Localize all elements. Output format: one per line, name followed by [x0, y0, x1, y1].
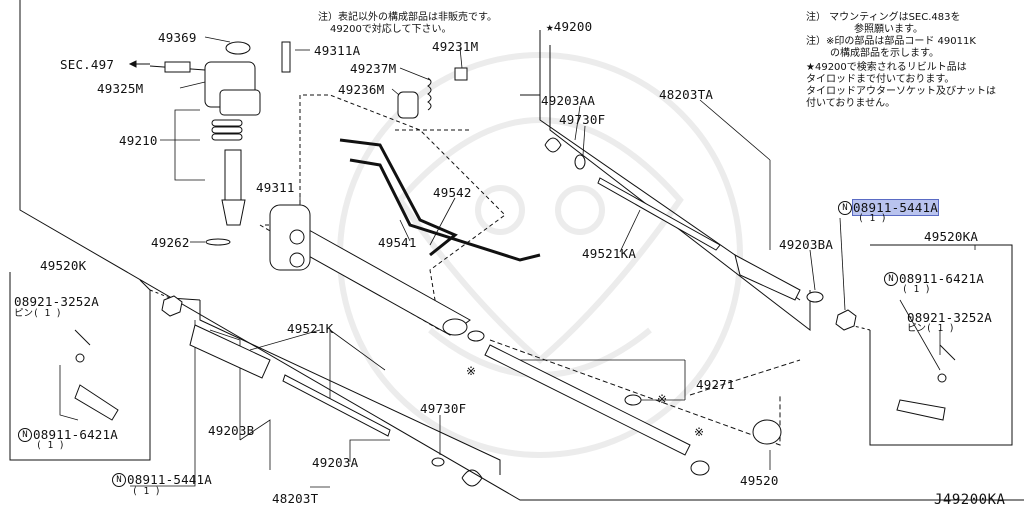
note-top-right-line8: 付いておりません。 — [806, 98, 896, 109]
note-top-right-line4: の構成部品を示します。 — [830, 48, 939, 59]
qty-08911-6421A-right: ( 1 ) — [902, 284, 931, 295]
circle-n-icon: N — [838, 201, 852, 215]
tie-rod-kit-left-outline — [199, 300, 501, 475]
part-label-49236M[interactable]: 49236M — [338, 82, 385, 97]
part-label-49541[interactable]: 49541 — [378, 235, 417, 250]
note-top-right-line3: 注）※印の部品は部品コード 49011K — [806, 36, 976, 47]
note-top-right-line5: ★49200で検索されるリビルト品は — [806, 62, 967, 73]
note-top-center-line1: 注）表記以外の構成部品は非販売です。 — [318, 12, 497, 23]
assembly-bracket-right — [539, 30, 801, 301]
note-top-right-line7: タイロッドアウターソケット及びナットは — [806, 86, 996, 97]
part-label-49203A[interactable]: 49203A — [312, 455, 359, 470]
note-top-center-line2: 49200で対応して下さい。 — [330, 24, 452, 35]
qty-08911-5441A-bottom: ( 1 ) — [132, 486, 161, 497]
note-top-right-line2: 参照願います。 — [854, 24, 923, 35]
part-label-49521K[interactable]: 49521K — [287, 321, 334, 336]
part-label-49231M[interactable]: 49231M — [432, 39, 479, 54]
part-label-49237M[interactable]: 49237M — [350, 61, 397, 76]
qty-08911-5441A-highlighted: ( 1 ) — [858, 213, 887, 224]
part-label-49210[interactable]: 49210 — [119, 133, 158, 148]
part-label-49520K[interactable]: 49520K — [40, 258, 87, 273]
part-label-49311A[interactable]: 49311A — [314, 43, 361, 58]
circle-n-icon: N — [884, 272, 898, 286]
part-label-49730F-bottom[interactable]: 49730F — [420, 401, 467, 416]
part-label-48203TA[interactable]: 48203TA — [659, 87, 714, 102]
part-label-49262[interactable]: 49262 — [151, 235, 190, 250]
diagram-id: J49200KA — [934, 492, 1006, 508]
circle-n-icon: N — [18, 428, 32, 442]
part-label-49200[interactable]: ★49200 — [546, 19, 593, 34]
part-label-49325M[interactable]: 49325M — [97, 81, 144, 96]
pin-qty-right: ピン( 1 ) — [907, 323, 955, 334]
part-label-49203B[interactable]: 49203B — [208, 423, 255, 438]
part-label-49520KA[interactable]: 49520KA — [924, 229, 979, 244]
asterisk-marker-2: ※ — [657, 392, 668, 406]
part-label-49520[interactable]: 49520 — [740, 473, 779, 488]
part-label-49730F-top[interactable]: 49730F — [559, 112, 606, 127]
part-label-49271[interactable]: 49271 — [696, 377, 735, 392]
part-label-49311[interactable]: 49311 — [256, 180, 295, 195]
part-label-49542[interactable]: 49542 — [433, 185, 472, 200]
part-label-08921-3252A-right[interactable]: 08921-3252A — [907, 310, 992, 325]
qty-08911-6421A-left: ( 1 ) — [36, 440, 65, 451]
tie-rod-end-right-box — [869, 244, 1013, 446]
section-ref-497[interactable]: SEC.497 — [60, 57, 115, 72]
note-top-right-line6: タイロッドまで付いております。 — [806, 74, 955, 85]
part-label-08921-3252A-left[interactable]: 08921-3252A — [14, 294, 99, 309]
leader-lines — [59, 36, 976, 488]
main-assembly-outline — [19, 0, 1024, 501]
highlighted-part-number: 08911-5441A — [852, 199, 939, 216]
part-label-49203BA[interactable]: 49203BA — [779, 237, 834, 252]
part-label-49203AA[interactable]: 49203AA — [541, 93, 596, 108]
part-shapes — [74, 41, 956, 487]
pin-qty-left: ピン( 1 ) — [14, 308, 62, 319]
part-label-48203T[interactable]: 48203T — [272, 491, 319, 506]
asterisk-marker-3: ※ — [694, 425, 705, 439]
tie-rod-end-left-box — [9, 272, 151, 461]
circle-n-icon: N — [112, 473, 126, 487]
part-label-49521KA[interactable]: 49521KA — [582, 246, 637, 261]
note-top-right-line1: 注） マウンティングはSEC.483を — [806, 12, 961, 23]
asterisk-marker-1: ※ — [466, 364, 477, 378]
part-label-49369[interactable]: 49369 — [158, 30, 197, 45]
